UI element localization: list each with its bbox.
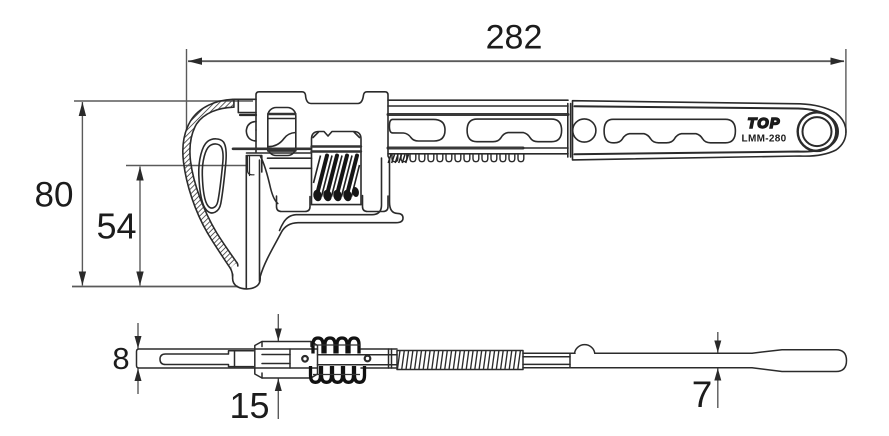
svg-text:15: 15 <box>229 385 269 426</box>
svg-text:7: 7 <box>692 374 713 415</box>
svg-text:54: 54 <box>96 206 136 247</box>
svg-text:80: 80 <box>35 176 74 215</box>
svg-text:8: 8 <box>112 341 129 376</box>
svg-text:282: 282 <box>486 19 543 57</box>
svg-text:TOP: TOP <box>747 116 780 132</box>
svg-text:LMM-280: LMM-280 <box>742 134 787 145</box>
